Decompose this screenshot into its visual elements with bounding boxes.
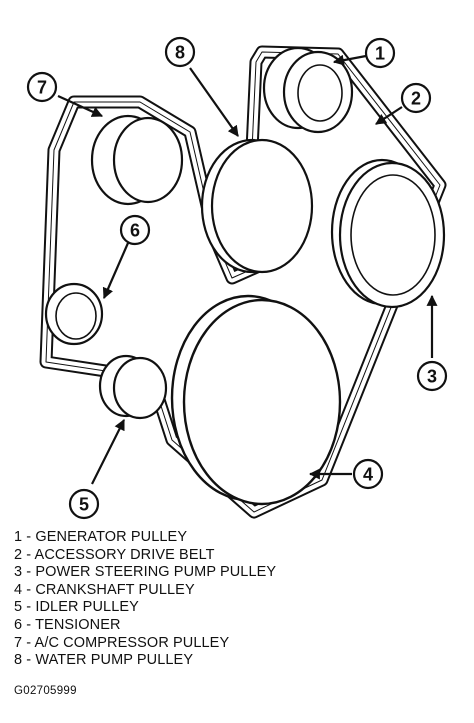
legend-item-3: 3 - POWER STEERING PUMP PULLEY: [14, 564, 277, 581]
callout-8: 8: [164, 36, 196, 68]
legend-item-2: 2 - ACCESSORY DRIVE BELT: [14, 546, 215, 563]
legend-item-8: 8 - WATER PUMP PULLEY: [14, 652, 194, 669]
crankshaft-pulley: [170, 294, 342, 506]
callout-7: 7: [26, 71, 58, 103]
generator-pulley: [262, 46, 354, 134]
callout-5: 5: [68, 488, 100, 520]
callout-leaders: [57, 54, 438, 485]
idler-pulley: [98, 354, 168, 420]
tensioner: [44, 282, 104, 346]
water-pump-pulley: [200, 138, 314, 274]
belt-routing-diagram: 1 2 3 4 5 6 7 8: [26, 36, 448, 520]
legend-item-7: 7 - A/C COMPRESSOR PULLEY: [14, 634, 230, 651]
callout-2: 2: [400, 82, 432, 114]
power-steering-pump-pulley: [330, 158, 446, 309]
figure-id: G02705999: [14, 685, 77, 697]
callout-6-number: 6: [130, 221, 140, 241]
callout-2-number: 2: [411, 89, 421, 109]
callout-3-number: 3: [427, 367, 437, 387]
legend-item-5: 5 - IDLER PULLEY: [14, 599, 139, 616]
callout-8-number: 8: [175, 43, 185, 63]
callout-5-number: 5: [79, 495, 89, 515]
legend-item-1: 1 - GENERATOR PULLEY: [14, 529, 188, 545]
callout-4: 4: [352, 458, 384, 490]
legend-item-6: 6 - TENSIONER: [14, 616, 121, 633]
callout-4-number: 4: [363, 465, 373, 485]
ac-compressor-pulley: [90, 114, 184, 206]
legend: 1 - GENERATOR PULLEY 2 - ACCESSORY DRIVE…: [14, 529, 276, 670]
callout-6: 6: [119, 214, 151, 246]
callout-3: 3: [416, 360, 448, 392]
callout-1: 1: [364, 37, 396, 69]
callout-7-number: 7: [37, 78, 47, 98]
legend-item-4: 4 - CRANKSHAFT PULLEY: [14, 581, 195, 598]
callout-1-number: 1: [375, 44, 385, 64]
